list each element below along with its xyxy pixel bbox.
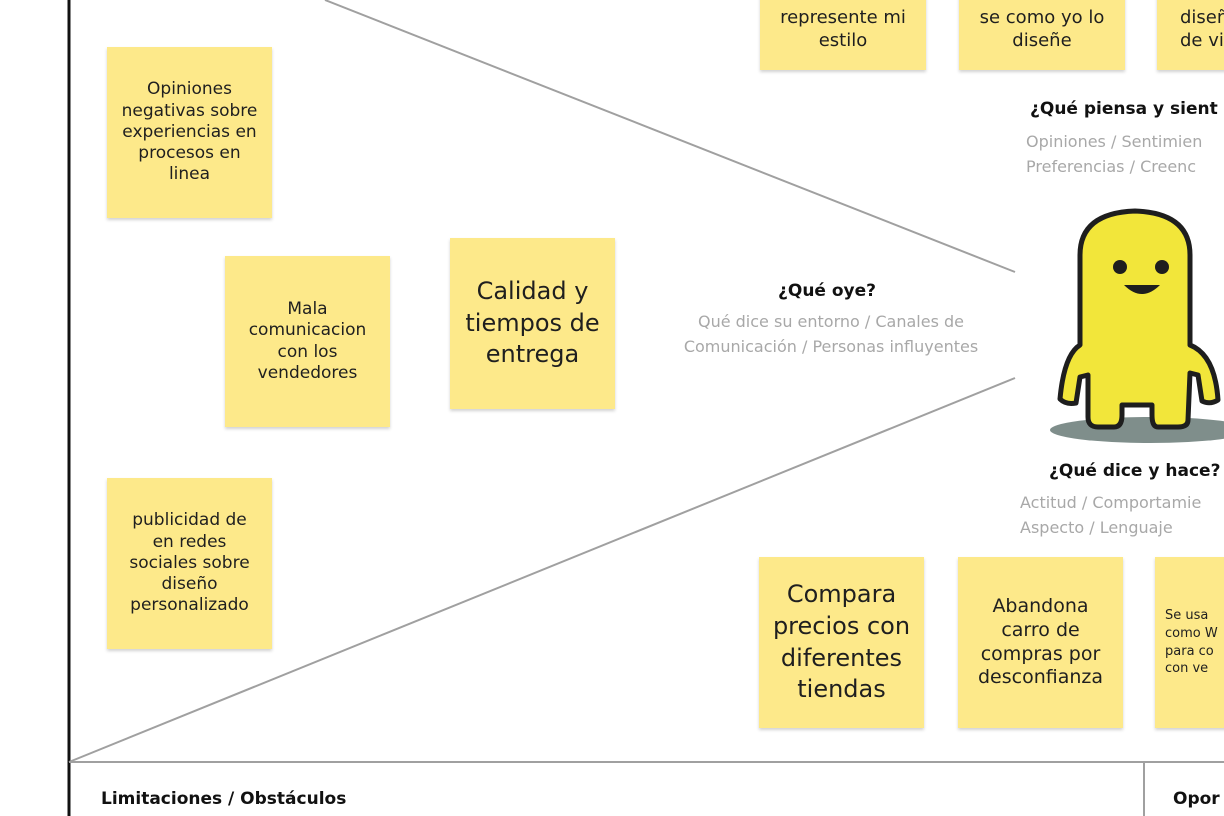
sticky-note-oye-3[interactable]: Calidad y tiempos de entrega: [450, 238, 615, 409]
persona-character-icon: [1050, 208, 1224, 443]
section-subtitle-oye: Qué dice su entorno / Canales de Comunic…: [683, 312, 979, 356]
section-title-hace: ¿Qué dice y hace?: [1049, 461, 1221, 481]
sticky-note-hace-3[interactable]: Se usa como W para co con ve: [1155, 557, 1224, 728]
section-subtitle-piensa: Opiniones / Sentimien Preferencias / Cre…: [1026, 132, 1203, 176]
section-title-oye: ¿Qué oye?: [778, 281, 877, 301]
sticky-note-hace-2[interactable]: Abandona carro de compras por desconfian…: [958, 557, 1123, 728]
section-subtitle-hace: Actitud / Comportamie Aspecto / Lenguaje: [1020, 493, 1202, 537]
sticky-note-oye-1[interactable]: Opiniones negativas sobre experiencias e…: [107, 47, 272, 218]
upper-diagonal-line: [324, 0, 1016, 273]
section-title-piensa: ¿Qué piensa y sient: [1030, 99, 1218, 119]
footer-label-limitaciones: Limitaciones / Obstáculos: [101, 789, 347, 809]
sticky-note-oye-4[interactable]: publicidad de en redes sociales sobre di…: [107, 478, 272, 649]
footer-label-oportunidades: Opor: [1173, 789, 1220, 809]
sticky-note-oye-2[interactable]: Mala comunicacion con los vendedores: [225, 256, 390, 427]
lower-diagonal-line: [68, 377, 1016, 763]
sticky-note-piensa-1[interactable]: represente mi estilo: [760, 0, 926, 70]
sticky-note-hace-1[interactable]: Compara precios con diferentes tiendas: [759, 557, 924, 728]
sticky-note-piensa-2[interactable]: se como yo lo diseñe: [959, 0, 1125, 70]
sticky-note-piensa-3[interactable]: diseñ de vi: [1157, 0, 1224, 70]
